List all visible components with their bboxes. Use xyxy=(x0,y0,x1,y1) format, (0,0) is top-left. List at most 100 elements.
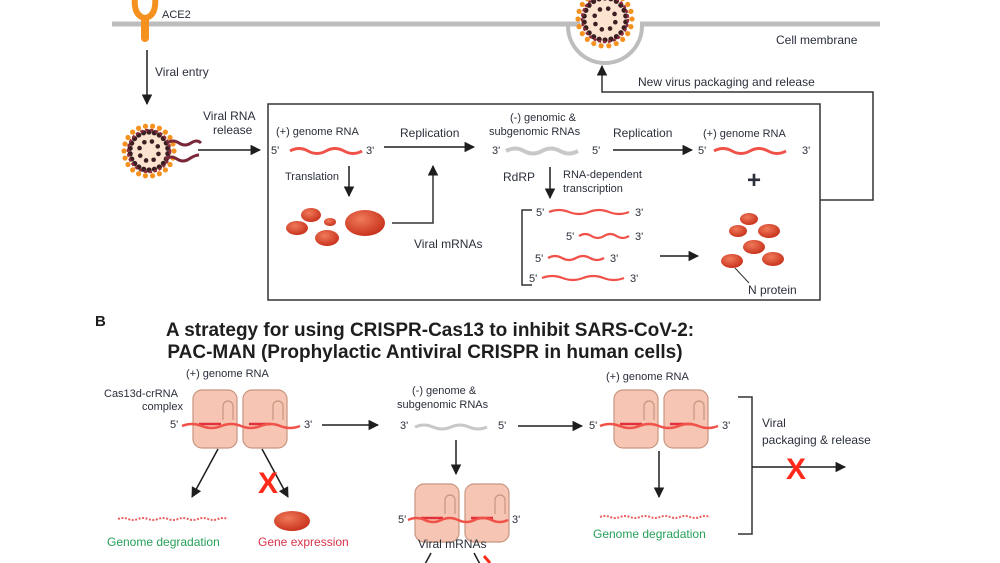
envelope-protein xyxy=(590,0,597,4)
rdrp-label: RdRP xyxy=(503,170,535,184)
viral-mrnas-label-b: Viral mRNAs xyxy=(418,537,486,551)
cas13d-protein xyxy=(613,389,659,449)
spike-protein xyxy=(122,141,128,147)
mrna-strand xyxy=(578,232,630,240)
spike-protein xyxy=(598,43,604,49)
gene-expression-label: Gene expression xyxy=(258,535,349,549)
spike-protein xyxy=(142,123,149,129)
mrna-strand xyxy=(541,274,625,282)
cas13d-mrna-complex-icon xyxy=(407,483,510,543)
five-prime-label: 5' xyxy=(698,145,706,157)
blocked-x-mark-partial xyxy=(482,555,492,563)
five-prime-label: 5' xyxy=(498,420,506,432)
nucleocapsid xyxy=(597,7,603,12)
spike-protein xyxy=(628,24,634,30)
spike-protein xyxy=(167,161,173,168)
genome-degradation-label-1: Genome degradation xyxy=(107,535,220,549)
translation-label: Translation xyxy=(285,171,339,183)
viral-packaging-label-2: packaging & release xyxy=(762,433,871,447)
spike-protein xyxy=(576,8,582,14)
spike-protein xyxy=(606,43,612,49)
five-prime-label: 5' xyxy=(589,420,597,432)
cas13d-protein xyxy=(242,389,288,449)
crrna-hairpin xyxy=(272,400,284,420)
envelope-protein xyxy=(608,0,614,2)
neg-rna-label-2: subgenomic RNAs xyxy=(489,126,581,138)
envelope-protein xyxy=(591,34,597,40)
envelope-protein xyxy=(160,160,166,167)
spike-protein xyxy=(628,8,634,14)
three-prime-label: 3' xyxy=(512,514,520,526)
spike-protein xyxy=(629,16,635,22)
nucleocapsid xyxy=(149,139,155,144)
spike-protein xyxy=(625,30,631,37)
spike-protein xyxy=(136,171,142,177)
nucleocapsid xyxy=(607,26,613,31)
ace2-receptor-icon xyxy=(131,0,159,42)
five-prime-label: 5' xyxy=(271,145,279,157)
nucleocapsid xyxy=(599,27,605,32)
spike-protein xyxy=(579,30,585,37)
n-protein-leader-line xyxy=(734,267,750,284)
spike-protein xyxy=(162,129,168,135)
envelope-protein xyxy=(603,0,607,1)
genome-rna-label-2: (+) genome RNA xyxy=(703,128,787,140)
viral-proteins-icon xyxy=(286,208,385,246)
nucleocapsid xyxy=(592,13,597,19)
mrna-strand xyxy=(547,254,605,262)
packaging-release-label: New virus packaging and release xyxy=(638,75,815,89)
nucleocapsid xyxy=(612,11,617,17)
target-rna-strand xyxy=(407,516,509,524)
three-prime-label: 3' xyxy=(722,420,730,432)
cell-membrane-label: Cell membrane xyxy=(776,33,858,47)
spike-protein xyxy=(121,148,127,154)
five-prime-label: 5' xyxy=(529,273,537,285)
replication-label-2: Replication xyxy=(613,126,672,140)
cas13d-protein xyxy=(663,389,709,449)
envelope-protein xyxy=(586,2,592,8)
viral-rna-release-label-2: release xyxy=(213,123,253,137)
spike-protein xyxy=(125,161,131,168)
n-protein-label: N protein xyxy=(748,283,797,297)
neg-rna-label-1: (-) genomic & xyxy=(510,112,577,124)
five-prime-label: 5' xyxy=(566,231,574,243)
spike-protein xyxy=(585,0,590,2)
nucleocapsid xyxy=(137,145,142,151)
mrna-strand xyxy=(548,208,630,216)
nucleocapsid xyxy=(143,158,149,163)
nucleocapsid xyxy=(151,157,156,163)
neg-genome-label-1: (-) genome & xyxy=(412,385,477,397)
spike-protein xyxy=(591,40,597,47)
three-prime-label: 3' xyxy=(610,253,618,265)
protein-to-replication-arrow xyxy=(392,164,439,224)
nucleocapsid xyxy=(593,21,598,27)
degradation-arrow-1 xyxy=(191,448,219,498)
packaging-bracket xyxy=(738,396,753,535)
replication-label-1: Replication xyxy=(400,126,459,140)
viral-mrna-list: 5'3'5'3'5'3'5'3' xyxy=(529,207,643,285)
spike-protein xyxy=(142,173,149,179)
mrna-degradation-arrow xyxy=(424,552,432,563)
viral-mrnas-label: Viral mRNAs xyxy=(414,237,482,251)
genome-degradation-label-2: Genome degradation xyxy=(593,527,706,541)
viral-packaging-label-1: Viral xyxy=(762,416,786,430)
expression-arrow xyxy=(261,448,289,498)
crrna-hairpin xyxy=(444,494,456,514)
spike-protein xyxy=(156,171,162,177)
spike-protein xyxy=(620,0,625,2)
spike-protein xyxy=(620,36,626,43)
crrna-hairpin xyxy=(494,494,506,514)
spike-protein xyxy=(613,40,619,47)
degraded-rna-icon xyxy=(599,515,711,519)
transcription-label-1: RNA-dependent xyxy=(563,169,642,181)
released-rna xyxy=(164,153,200,163)
genome-rna-label-b2: (+) genome RNA xyxy=(606,371,690,383)
replication-cycle-box xyxy=(267,103,821,301)
mrna-expression-arrow xyxy=(473,552,481,563)
virus-envelope xyxy=(580,0,630,44)
three-prime-label: 3' xyxy=(630,273,638,285)
panel-b-letter: B xyxy=(95,313,106,330)
negative-rna-strand xyxy=(505,146,579,156)
released-rna xyxy=(166,139,203,147)
